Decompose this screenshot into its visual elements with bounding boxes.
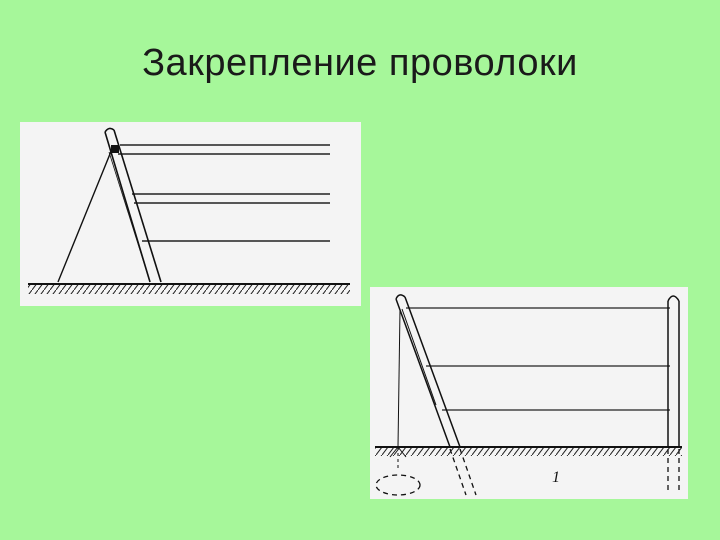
wire-lines (406, 307, 670, 411)
inclined-post (104, 127, 162, 283)
buried-anchor (375, 474, 421, 496)
wire-knot (111, 145, 119, 153)
end-post-buried (449, 448, 477, 496)
guy-wire (57, 148, 113, 283)
ground-hatch (28, 285, 350, 294)
wire-anchoring-illustration-1 (20, 122, 361, 306)
wire-lines (118, 144, 330, 242)
wire-anchoring-drawing-2: 1 (375, 294, 682, 496)
ground-hatch (375, 448, 682, 456)
wire-anchoring-drawing-1 (28, 127, 350, 294)
slide-title: Закрепление проволоки (142, 42, 578, 84)
wire-anchoring-illustration-2: 1 (370, 287, 688, 499)
figure-label: 1 (552, 469, 560, 486)
line-post (667, 295, 680, 447)
line-post-buried (667, 449, 680, 492)
end-post (395, 294, 461, 448)
